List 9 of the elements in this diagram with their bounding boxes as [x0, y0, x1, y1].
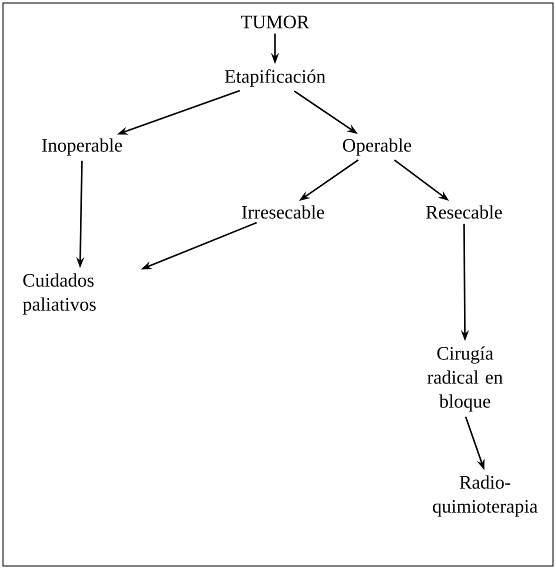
flow-text: Radio-quimioterapia — [432, 475, 538, 517]
flow-text: Inoperable — [42, 138, 122, 156]
flow-text: TUMOR — [241, 16, 310, 28]
flow-text: Cuidados paliativos — [22, 273, 96, 315]
flow-text: Irresecable — [242, 205, 324, 219]
flow-text: Etapificación — [224, 69, 326, 87]
flow-text: Cirugía radical en bloque — [427, 346, 503, 412]
flow-text: Operable — [342, 138, 412, 156]
flow-text: Resecable — [426, 205, 502, 219]
